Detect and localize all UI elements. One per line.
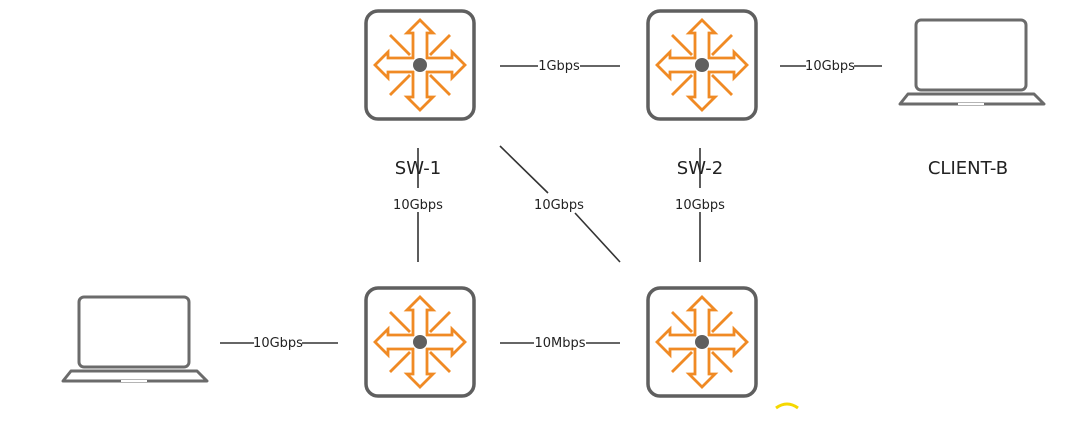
sw2-label: SW-2 bbox=[677, 158, 723, 179]
laptop-icon bbox=[61, 295, 209, 383]
switch-icon bbox=[364, 9, 476, 121]
client-b-label: CLIENT-B bbox=[928, 158, 1008, 179]
connection-lines bbox=[220, 65, 882, 344]
switch-icon bbox=[646, 286, 758, 398]
link-sw1-sw4-top bbox=[499, 145, 549, 194]
link-clienta-sw3-speed: 10Gbps bbox=[253, 336, 303, 351]
link-sw2-clientb-speed: 10Gbps bbox=[805, 59, 855, 74]
link-sw1-sw3-speed: 10Gbps bbox=[393, 198, 443, 213]
switch-icon bbox=[646, 9, 758, 121]
sw1-label: SW-1 bbox=[395, 158, 441, 179]
link-sw1-sw4-speed: 10Gbps bbox=[534, 198, 584, 213]
link-sw1-sw2-speed: 1Gbps bbox=[538, 59, 580, 74]
laptop-icon bbox=[898, 18, 1046, 106]
link-sw2-sw4-speed: 10Gbps bbox=[675, 198, 725, 213]
link-sw1-sw4-bottom bbox=[574, 212, 621, 263]
highlight-mark bbox=[775, 402, 799, 410]
switch-icon bbox=[364, 286, 476, 398]
link-sw3-sw4-speed: 10Mbps bbox=[534, 336, 585, 351]
